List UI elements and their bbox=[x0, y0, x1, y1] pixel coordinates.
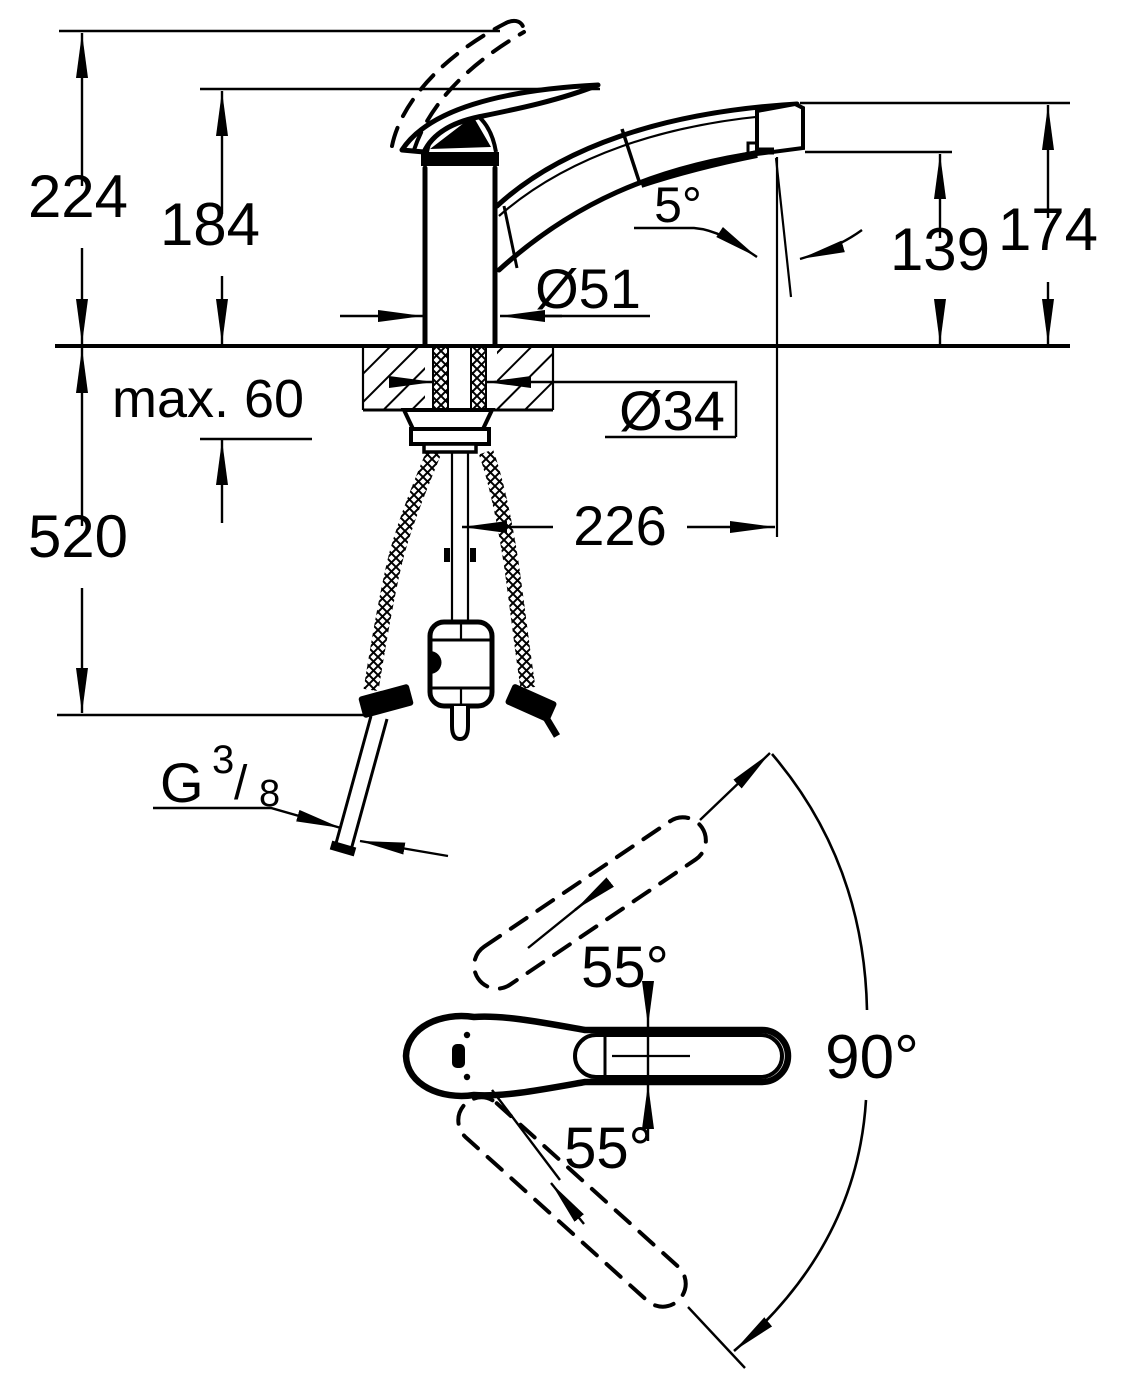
dim-55up-arrow-inner bbox=[574, 877, 614, 911]
swivel-up-label: 55° bbox=[581, 935, 669, 1000]
arc-90-lower bbox=[733, 1099, 868, 1352]
dim-below-deck-label: 520 bbox=[28, 503, 128, 570]
lever-handle bbox=[399, 82, 601, 155]
dim-55down-arrow-inner bbox=[550, 1182, 585, 1225]
hose-stub-right bbox=[541, 714, 561, 738]
dim-5deg-leader-right bbox=[799, 229, 863, 261]
hose-fitting-right bbox=[505, 684, 557, 722]
dim-thread-leader-left bbox=[153, 806, 342, 830]
dim-outlet-angle-label: 5° bbox=[654, 177, 702, 233]
hose-tab-right bbox=[470, 548, 476, 562]
deck-hatch-right bbox=[497, 348, 553, 409]
dim-5deg-leader-left bbox=[634, 226, 758, 258]
hose-nipple-left bbox=[333, 715, 389, 851]
dim-55up-line-outer bbox=[699, 752, 771, 821]
faucet bbox=[390, 18, 805, 347]
cartridge-band bbox=[421, 152, 499, 166]
thread-label: G 3 / 8 bbox=[160, 738, 280, 815]
spout-root-divider bbox=[502, 205, 519, 269]
pullout-hose bbox=[450, 452, 470, 622]
faucet-body bbox=[422, 165, 498, 347]
dim-deck-thickness-label: max. 60 bbox=[112, 369, 304, 429]
pivot-dot-bottom bbox=[463, 1073, 471, 1081]
deck-hatch-left bbox=[363, 348, 425, 409]
dim-spout-reach-label: 226 bbox=[573, 494, 666, 557]
aerator-notch bbox=[746, 141, 759, 154]
dim-d34-leader bbox=[530, 380, 738, 439]
handle-plan-inner bbox=[573, 1033, 784, 1079]
dim-55down-line-outer bbox=[687, 1306, 746, 1369]
mounting-nut bbox=[409, 427, 491, 446]
dim-overall-height-label: 224 bbox=[28, 163, 128, 230]
ref-line-outlet-tilted bbox=[774, 157, 793, 298]
total-swivel-label: 90° bbox=[825, 1023, 919, 1092]
mounting-flange bbox=[422, 442, 478, 454]
dim-tip-height-label: 174 bbox=[998, 196, 1098, 263]
cartridge-mark bbox=[452, 1044, 465, 1068]
spray-head-underside bbox=[639, 150, 758, 188]
thread-denominator-label: 8 bbox=[259, 773, 280, 815]
deck-edges bbox=[361, 347, 555, 410]
spray-head-tip bbox=[755, 101, 805, 157]
top-view: 55° 55° 90° bbox=[402, 752, 919, 1369]
arc-90-upper bbox=[771, 753, 869, 1011]
dim-body-height-label: 184 bbox=[160, 191, 260, 258]
dimensions: 224 184 520 max. 60 139 174 226 Ø51 bbox=[28, 33, 1098, 858]
hose-fitting-left bbox=[358, 684, 414, 718]
supply-hose-left bbox=[363, 449, 441, 692]
spray-head-separator bbox=[620, 128, 641, 182]
hose-tab-left bbox=[444, 548, 450, 562]
dim-thread-leader-right bbox=[359, 839, 449, 858]
spout-top bbox=[494, 101, 800, 209]
dim-body-diameter-label: Ø51 bbox=[535, 257, 641, 320]
dim-outlet-height-label: 139 bbox=[890, 216, 990, 283]
dim-hole-diameter-label: Ø34 bbox=[619, 379, 725, 442]
spout-bottom bbox=[496, 149, 766, 273]
lever-raised-dashed-bottom bbox=[412, 30, 526, 152]
hoses bbox=[329, 449, 561, 857]
dim-55down-line-inner bbox=[491, 1089, 561, 1181]
threaded-rod-left bbox=[432, 346, 449, 411]
lever-raised-dashed-top bbox=[390, 21, 508, 148]
lever-root bbox=[430, 116, 491, 149]
reference-lines bbox=[55, 29, 1070, 717]
handle-position-down bbox=[456, 1095, 688, 1309]
supply-hose-right bbox=[478, 449, 536, 690]
thread-prefix-label: G bbox=[160, 751, 204, 814]
mounting-washer bbox=[400, 408, 496, 431]
threaded-rod-right bbox=[470, 346, 487, 411]
swivel-down-label: 55° bbox=[564, 1116, 652, 1181]
counterweight-notch bbox=[430, 651, 442, 674]
hose-nipple-end bbox=[329, 840, 357, 857]
pivot-dot-top bbox=[463, 1031, 471, 1039]
thread-slash-label: / bbox=[234, 757, 248, 810]
spout-top-inner bbox=[498, 112, 791, 217]
deck-and-mounting bbox=[361, 346, 555, 454]
side-view: 224 184 520 max. 60 139 174 226 Ø51 bbox=[28, 18, 1098, 858]
swivel-dimensions: 55° 55° 90° bbox=[491, 752, 919, 1369]
thread-numerator-label: 3 bbox=[212, 738, 234, 782]
pullout-hose-end bbox=[450, 706, 470, 742]
lever-raised-dashed-tip bbox=[504, 18, 526, 34]
